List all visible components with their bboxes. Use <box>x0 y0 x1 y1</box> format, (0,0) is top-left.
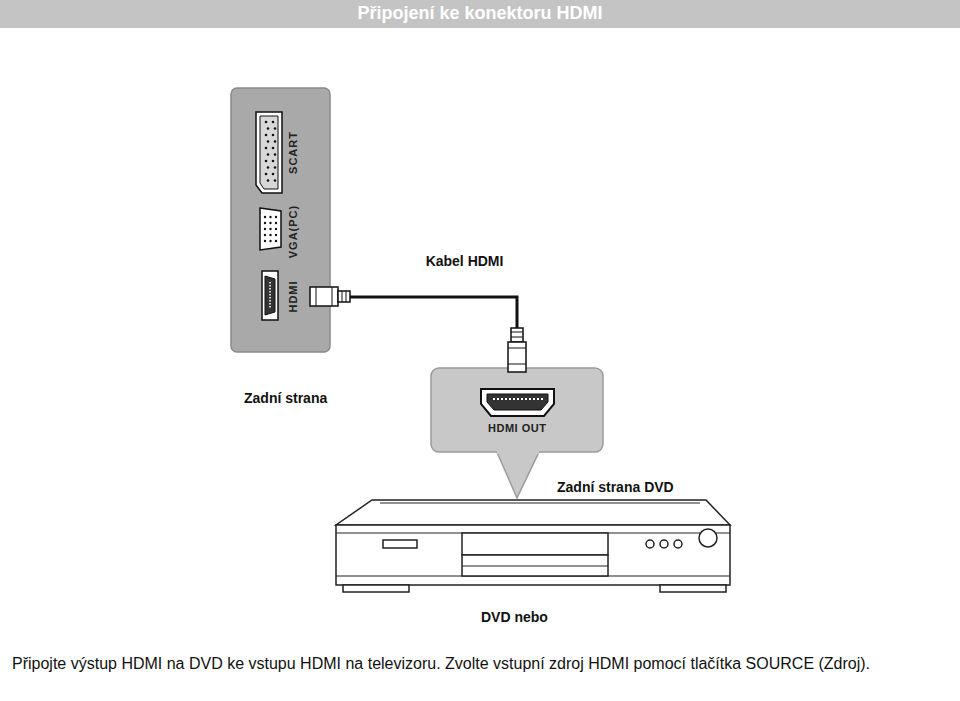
title-bar: Připojení ke konektoru HDMI <box>0 0 960 28</box>
scart-connector <box>256 112 282 193</box>
connector-label: HDMI OUT <box>488 423 546 434</box>
vga-pin <box>275 228 277 230</box>
dvd-tray <box>462 533 608 555</box>
vga-connector <box>260 208 281 250</box>
connector-label: HDMI <box>288 280 299 312</box>
vga-pin <box>264 216 266 218</box>
hdmi-out-port-pins <box>493 398 543 400</box>
hdmi-port-tv-inner <box>265 276 275 315</box>
panel-caption: Zadní strana <box>244 390 327 406</box>
scart-pin <box>274 127 277 130</box>
plug-ridge <box>511 332 523 333</box>
dvd-display <box>383 540 417 548</box>
hdmi-plug-tv <box>310 287 350 306</box>
scart-pins <box>265 121 277 182</box>
hdmi-plug-dvd <box>508 328 526 372</box>
panel-caption: DVD nebo <box>481 609 548 625</box>
cable-label: Kabel HDMI <box>426 253 504 269</box>
vga-pin <box>269 240 271 242</box>
dvd-front <box>336 525 730 585</box>
dvd-button <box>674 540 682 548</box>
plug-line <box>316 287 317 306</box>
hdmi-cable <box>330 297 517 368</box>
dvd-tray-lower <box>462 555 608 576</box>
caption: Připojte výstup HDMI na DVD ke vstupu HD… <box>12 652 948 675</box>
plug-line <box>508 364 526 365</box>
scart-pin <box>267 153 270 156</box>
vga-pin <box>264 234 266 236</box>
plug-line <box>508 348 526 349</box>
scart-pin <box>272 121 275 124</box>
vga-pin <box>275 216 277 218</box>
tv-back-panel <box>231 88 330 352</box>
plug-body <box>310 287 338 306</box>
scart-pin <box>267 166 270 169</box>
tv-back-panel-node: SCART VGA(PC) HDMI <box>231 88 330 352</box>
vga-pin <box>269 222 271 224</box>
vga-pins <box>264 216 277 242</box>
dvd-top <box>336 500 730 525</box>
plug-body <box>508 342 526 372</box>
dvd-foot <box>343 585 409 592</box>
dvd-foot <box>660 585 726 592</box>
scart-pin <box>274 140 277 143</box>
plug-ridge <box>346 291 347 302</box>
connector-label: SCART <box>287 131 298 174</box>
plug-ridge <box>342 291 343 302</box>
hdmi-port-tv-pins <box>269 282 271 309</box>
scart-pin <box>265 134 268 137</box>
scart-pin <box>274 179 277 182</box>
vga-pin <box>275 234 277 236</box>
scart-pin <box>272 134 275 137</box>
vga-pin <box>269 234 271 236</box>
vga-pin <box>275 222 277 224</box>
plug-ridge <box>511 337 523 338</box>
hdmi-out-port-inner <box>487 394 548 410</box>
vga-pin <box>264 240 266 242</box>
dvd-button <box>646 540 654 548</box>
hdmi-out-panel-node: HDMI OUT <box>431 368 603 452</box>
dvd-back-panel <box>431 368 603 452</box>
scart-pin <box>265 160 268 163</box>
connector-label: VGA(PC) <box>288 204 299 257</box>
plug-relief <box>511 328 523 342</box>
vga-pin <box>264 228 266 230</box>
scart-pin <box>274 153 277 156</box>
callout-joint <box>497 446 539 454</box>
scart-pin <box>272 160 275 163</box>
scart-pin <box>272 173 275 176</box>
scart-pin <box>272 147 275 150</box>
hdmi-out-port <box>481 389 554 416</box>
scart-pin <box>267 127 270 130</box>
scart-pin <box>265 147 268 150</box>
plug-line <box>332 287 333 306</box>
scart-pin <box>265 173 268 176</box>
dvd-top-edge <box>380 503 700 504</box>
vga-pin <box>275 240 277 242</box>
callout-pointer <box>496 450 540 498</box>
vga-pin <box>269 228 271 230</box>
scart-pin <box>274 166 277 169</box>
hdmi-port-tv <box>262 271 278 320</box>
scart-inner <box>260 116 278 189</box>
vga-pin <box>264 222 266 224</box>
title-text: Připojení ke konektoru HDMI <box>0 0 960 26</box>
scart-pin <box>267 140 270 143</box>
scart-pin <box>265 121 268 124</box>
vga-pin <box>269 216 271 218</box>
dvd-line <box>462 566 608 567</box>
scart-pin <box>267 179 270 182</box>
dvd-button <box>660 540 668 548</box>
dvd-knob <box>699 529 717 547</box>
panel-caption: Zadní strana DVD <box>557 479 674 495</box>
dvd-player <box>336 500 730 592</box>
plug-relief <box>338 291 350 302</box>
